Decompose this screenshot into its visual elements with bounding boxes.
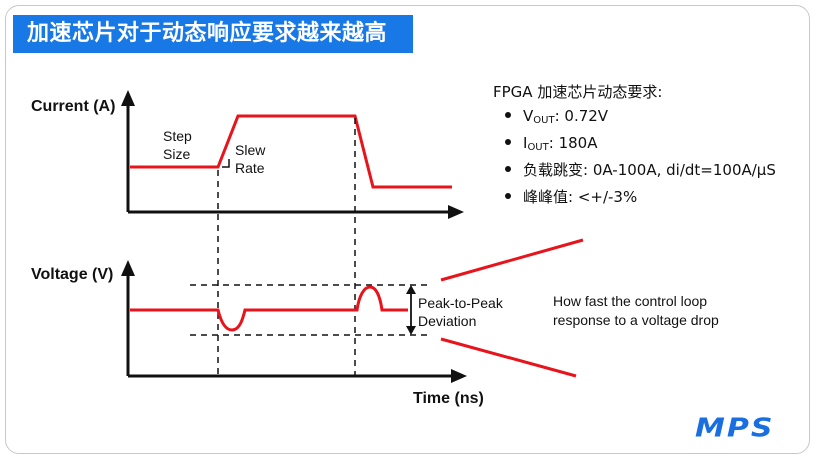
requirement-iout: IOUT: 180A <box>505 130 776 157</box>
funnel-lower-line <box>440 337 577 378</box>
req-text: V <box>523 107 534 125</box>
req-sub: OUT <box>527 142 549 153</box>
req-sub: OUT <box>533 115 555 126</box>
p2p-arrow-bottom <box>406 326 416 335</box>
control-loop-note: How fast the control loop response to a … <box>553 293 719 328</box>
requirements-list: VOUT: 0.72V IOUT: 180A 负载跳变: 0A-100A, di… <box>505 103 776 211</box>
p2p-label-1: Peak-to-Peak <box>418 295 503 311</box>
bullet-icon <box>505 139 511 145</box>
current-waveform <box>130 114 452 189</box>
step-size-label-2: Size <box>163 146 191 162</box>
slew-rate-label-2: Rate <box>235 160 265 176</box>
time-axis-label: Time (ns) <box>413 390 484 407</box>
p2p-label-2: Deviation <box>418 313 477 329</box>
slew-rate-label-1: Slew <box>235 142 266 158</box>
req-text: I <box>523 134 528 152</box>
current-y-arrow <box>121 90 135 106</box>
page-title: 加速芯片对于动态响应要求越来越高 <box>13 15 413 53</box>
current-axis-label: Current (A) <box>31 98 116 115</box>
requirement-load-step: 负载跳变: 0A-100A, di/dt=100A/μS <box>505 157 776 184</box>
current-x-arrow <box>448 205 464 219</box>
slide-frame <box>5 5 810 454</box>
req-value: : 0.72V <box>554 107 609 125</box>
requirements-heading: FPGA 加速芯片动态要求: <box>493 83 663 101</box>
p2p-arrow-top <box>406 285 416 294</box>
req-text: 峰峰值: <+/-3% <box>523 188 638 206</box>
req-text: 负载跳变: 0A-100A, di/dt=100A/μS <box>523 161 776 179</box>
req-value: : 180A <box>548 134 598 152</box>
slew-rate-marker <box>222 159 230 168</box>
voltage-waveform <box>130 285 408 332</box>
voltage-axis-label: Voltage (V) <box>31 266 114 283</box>
voltage-x-arrow <box>451 369 467 383</box>
bullet-icon <box>505 193 511 199</box>
requirement-vout: VOUT: 0.72V <box>505 103 776 130</box>
voltage-y-arrow <box>121 260 135 276</box>
bullet-icon <box>505 112 511 118</box>
bullet-icon <box>505 166 511 172</box>
mps-logo: MPS <box>695 413 775 444</box>
step-size-label-1: Step <box>163 128 192 144</box>
funnel-upper-line <box>440 238 584 282</box>
requirement-peak-to-peak: 峰峰值: <+/-3% <box>505 184 776 211</box>
